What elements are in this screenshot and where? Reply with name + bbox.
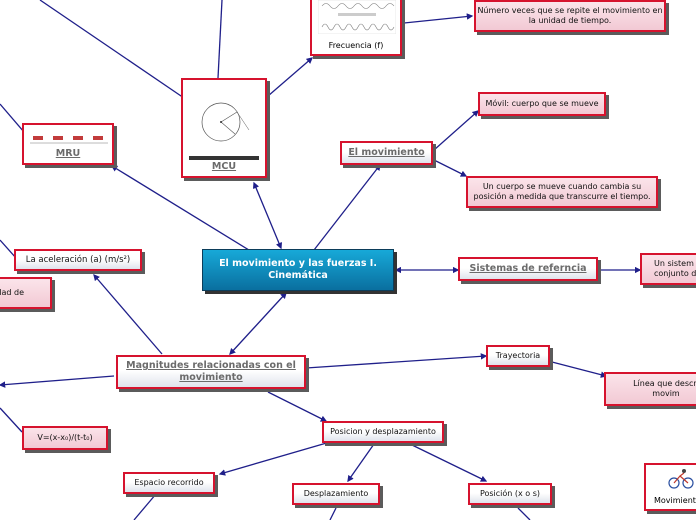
link-posdesp-posicion (409, 443, 488, 482)
link-posdesp-desp (347, 443, 375, 483)
link-aceleracion-left (0, 239, 17, 259)
mru-label: MRU (55, 148, 81, 159)
link-mru-left (0, 103, 25, 133)
link-magnitudes-aceleracion (93, 274, 163, 355)
posicion-label: Posición (x o s) (479, 489, 541, 498)
movimiento-definition-node[interactable]: Un cuerpo se mueve cuando cambia su posi… (466, 176, 658, 208)
movil-node[interactable]: Móvil: cuerpo que se mueve (478, 92, 606, 116)
link-central-mcu (252, 181, 283, 250)
aceleracion-label: La aceleración (a) (m/s²) (25, 255, 131, 265)
desplazamiento-label: Desplazamiento (303, 489, 369, 498)
frequency-wave-thumbnail (318, 0, 396, 34)
link-espacio-down (133, 493, 157, 520)
unidad-node[interactable]: idad de (0, 277, 52, 309)
magnitudes-label: Magnitudes relacionadas con el movimient… (126, 360, 296, 383)
unidad-label: idad de (0, 288, 24, 297)
frecuencia-node[interactable]: Frecuencia (f) (310, 0, 402, 56)
movimiento-definition-label: Un cuerpo se mueve cuando cambia su posi… (473, 182, 651, 201)
link-mcu-left (39, 0, 185, 99)
frecuencia-label: Frecuencia (f) (328, 41, 384, 50)
link-frecuencia-def (403, 13, 474, 24)
link-central-mru (110, 165, 263, 259)
circular-motion-thumbnail (189, 84, 259, 160)
espacio-recorrido-node[interactable]: Espacio recorrido (123, 472, 215, 494)
link-mcu-topleft (217, 0, 223, 79)
aceleracion-node[interactable]: La aceleración (a) (m/s²) (14, 249, 142, 271)
velocidad-formula-label: V=(x-x₀)/(t-t₀) (37, 433, 93, 442)
el-movimiento-node[interactable]: El movimiento (340, 141, 433, 165)
link-posdesp-espacio (218, 441, 331, 476)
link-magnitudes-posicion (267, 391, 328, 422)
mru-node[interactable]: MRU (22, 123, 114, 165)
movimiento-image-label: Movimiento (654, 496, 696, 505)
trayectoria-label: Trayectoria (495, 351, 541, 360)
central-topic-label: El movimiento y las fuerzas I. Cinemátic… (219, 258, 377, 281)
posicion-desplazamiento-label: Posicion y desplazamiento (330, 427, 436, 436)
link-desp-down (329, 507, 337, 520)
link-magnitudes-left (0, 375, 115, 388)
mcu-label: MCU (211, 161, 237, 172)
link-movimiento-movil (433, 110, 479, 151)
sistemas-referencia-node[interactable]: Sistemas de referncia (458, 257, 598, 281)
movil-label: Móvil: cuerpo que se mueve (485, 99, 599, 108)
linea-definition-node[interactable]: Línea que descri movim (604, 372, 696, 406)
desplazamiento-node[interactable]: Desplazamiento (292, 483, 380, 505)
velocidad-formula-node[interactable]: V=(x-x₀)/(t-t₀) (22, 426, 108, 450)
movimiento-image-node[interactable]: Movimiento (644, 463, 696, 511)
cars-timeline-thumbnail (30, 128, 108, 148)
espacio-recorrido-label: Espacio recorrido (134, 478, 204, 487)
posicion-desplazamiento-node[interactable]: Posicion y desplazamiento (322, 421, 444, 443)
el-movimiento-label: El movimiento (348, 147, 425, 158)
magnitudes-node[interactable]: Magnitudes relacionadas con el movimient… (116, 355, 306, 389)
frecuencia-definition-label: Número veces que se repite el movimiento… (477, 6, 663, 25)
frecuencia-definition-node[interactable]: Número veces que se repite el movimiento… (474, 0, 666, 32)
sistema-definition-node[interactable]: Un sistem conjunto de (640, 253, 696, 285)
cyclist-thumbnail (666, 468, 696, 490)
sistema-definition-label: Un sistem conjunto de (654, 259, 696, 278)
link-formula-left (0, 407, 23, 433)
sistemas-referencia-label: Sistemas de referncia (469, 263, 587, 274)
link-mcu-frecuencia (267, 57, 313, 97)
link-movimiento-def (433, 159, 468, 177)
trayectoria-node[interactable]: Trayectoria (486, 345, 550, 367)
posicion-node[interactable]: Posición (x o s) (468, 483, 552, 505)
link-magnitudes-trayectoria (305, 353, 488, 369)
link-central-movimiento (313, 163, 381, 251)
mcu-node[interactable]: MCU (181, 78, 267, 178)
central-topic[interactable]: El movimiento y las fuerzas I. Cinemátic… (202, 249, 394, 291)
link-central-magnitudes (229, 292, 287, 355)
link-trayectoria-linea (551, 361, 608, 378)
linea-definition-label: Línea que descri movim (633, 379, 696, 398)
link-posicion-down (517, 507, 531, 520)
